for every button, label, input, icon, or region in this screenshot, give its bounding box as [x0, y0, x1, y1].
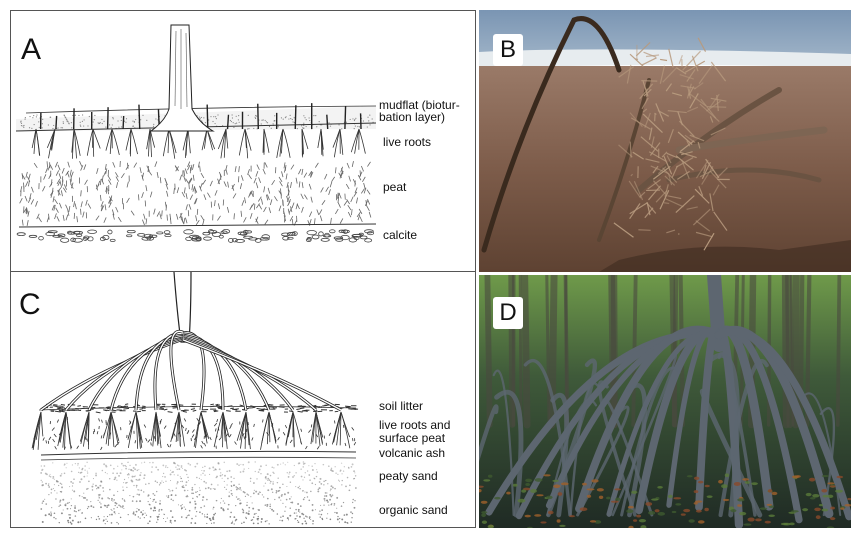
- soil-litter-label: soil litter: [379, 400, 423, 413]
- panel-d-photo: D: [479, 275, 851, 528]
- prop-root-forest-photo: [479, 275, 851, 528]
- peaty-sand-label: peaty sand: [379, 470, 438, 483]
- panel-c-diagram: C soil litter live roots and surface pea…: [10, 272, 476, 528]
- uprooted-roots-beach-photo: [479, 10, 851, 272]
- peat-label: peat: [383, 181, 406, 194]
- volcanic-ash-label: volcanic ash: [379, 447, 445, 460]
- calcite-label: calcite: [383, 229, 417, 242]
- surface-peat-label: surface peat: [379, 432, 445, 445]
- panel-b-photo: B: [479, 10, 851, 272]
- organic-sand-label: organic sand: [379, 504, 448, 517]
- panel-b-letter: B: [493, 34, 523, 66]
- panel-c-letter: C: [19, 290, 41, 320]
- panel-d-letter: D: [493, 297, 523, 329]
- panel-a-letter: A: [21, 35, 41, 65]
- live-roots-label: live roots: [383, 136, 431, 149]
- bioturbation-label: bation layer): [379, 111, 445, 124]
- panel-a-diagram: A mudflat (biotur- bation layer) live ro…: [10, 10, 476, 272]
